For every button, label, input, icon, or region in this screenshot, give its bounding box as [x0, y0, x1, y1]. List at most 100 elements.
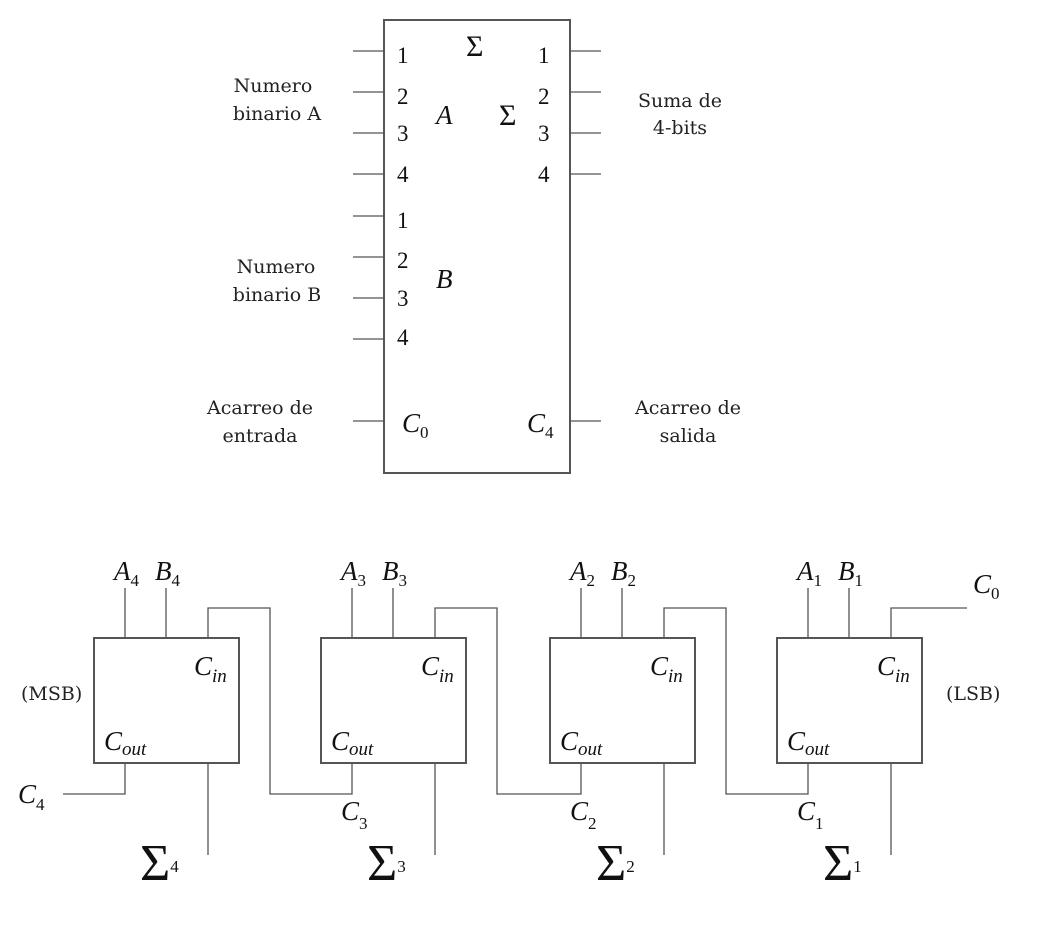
- input-b-label-line2: binario B: [233, 284, 321, 306]
- block-c0-label: C0: [402, 408, 429, 442]
- carry-in-c0-label: C0: [973, 569, 1000, 603]
- full-adder-body: [776, 637, 923, 764]
- input-b-name-sub: 2: [628, 571, 637, 590]
- input-b-name: B3: [382, 556, 407, 590]
- carry-label-base: C: [797, 796, 816, 826]
- carry-in-c0-label-sub: 0: [991, 584, 1000, 603]
- input-b-name-base: B: [382, 556, 399, 586]
- port-cin-label: Cin: [421, 651, 454, 687]
- input-a-name-base: A: [568, 556, 587, 586]
- input-a-name-sub: 1: [814, 571, 823, 590]
- block-c4-label: C4: [527, 408, 554, 442]
- input-a-name-sub: 3: [358, 571, 367, 590]
- sum-output-label-sub: 1: [853, 857, 862, 876]
- carry-wire: [663, 607, 809, 795]
- block-body: [383, 19, 571, 474]
- carry-label: C3: [341, 796, 368, 833]
- port-cout-label-sub: out: [122, 739, 147, 760]
- input-b-name-base: B: [155, 556, 172, 586]
- port-cin-label: Cin: [650, 651, 683, 687]
- lsb-label: (LSB): [946, 683, 1000, 705]
- sum-output-label-base: Σ: [596, 835, 626, 892]
- input-a-name-base: A: [112, 556, 131, 586]
- carry-wire: [207, 607, 353, 795]
- input-b-name-sub: 3: [399, 571, 408, 590]
- carry-label-sub: 3: [359, 814, 368, 833]
- sum-output-label: Σ1: [823, 835, 862, 892]
- four-bit-adder-block: 1 2 3 4 1 2 3 4 1 2 3 4 Σ A Σ B C0 C4 Nu…: [206, 19, 741, 474]
- carry-out-label-line1: Acarreo de: [634, 397, 741, 419]
- carry-label-base: C: [341, 796, 360, 826]
- input-a-name: A3: [339, 556, 366, 590]
- sum-output-label-base: Σ: [367, 835, 397, 892]
- input-a-label-line1: Numero: [234, 75, 313, 97]
- pin-b2-number: 2: [397, 248, 409, 273]
- sum-output-label: Σ2: [596, 835, 635, 892]
- block-sigma-symbol: Σ: [499, 99, 516, 132]
- sum-output-label-base: Σ: [823, 835, 853, 892]
- block-sigma-title: Σ: [466, 30, 483, 63]
- pin-s2-number: 2: [538, 84, 550, 109]
- input-b-name-base: B: [611, 556, 628, 586]
- input-a-name-sub: 2: [587, 571, 596, 590]
- input-b-name-base: B: [838, 556, 855, 586]
- port-cout-label-base: C: [104, 726, 123, 756]
- port-cout-label: Cout: [787, 726, 830, 760]
- carry-label: C1: [797, 796, 824, 833]
- port-cout-label-sub: out: [349, 739, 374, 760]
- full-adder-body: [549, 637, 696, 764]
- carry-label-base: C: [570, 796, 589, 826]
- full-adder-body: [320, 637, 467, 764]
- input-a-name: A2: [568, 556, 595, 590]
- pin-a1-number: 1: [397, 43, 409, 68]
- block-a-symbol: A: [434, 100, 453, 130]
- pin-a3-number: 3: [397, 121, 409, 146]
- port-cin-label-base: C: [877, 651, 896, 681]
- carry-label-sub: 1: [815, 814, 824, 833]
- final-carry-label: C4: [18, 779, 45, 814]
- port-cout-label-base: C: [331, 726, 350, 756]
- carry-label-sub: 2: [588, 814, 597, 833]
- carry-in-c0-label-base: C: [973, 569, 992, 599]
- sum-output-label-sub: 2: [626, 857, 635, 876]
- carry-in-wire: [890, 607, 967, 638]
- block-b-symbol: B: [436, 264, 453, 294]
- input-a-label-line2: binario A: [233, 103, 321, 125]
- input-a-name: A4: [112, 556, 140, 590]
- input-a-name-base: A: [795, 556, 814, 586]
- pin-b3-number: 3: [397, 286, 409, 311]
- sum-output-label: Σ4: [140, 835, 179, 892]
- port-cin-label: Cin: [877, 651, 910, 687]
- pin-s1-number: 1: [538, 43, 550, 68]
- port-cout-label: Cout: [104, 726, 147, 760]
- port-cout-label: Cout: [331, 726, 374, 760]
- port-cin-label-base: C: [194, 651, 213, 681]
- port-cout-label-base: C: [560, 726, 579, 756]
- input-b-label-line1: Numero: [237, 256, 316, 278]
- carry-out-label-line2: salida: [660, 425, 717, 447]
- final-carry-wire: [63, 763, 126, 795]
- pin-s4-number: 4: [538, 162, 550, 187]
- sum-output-label-sub: 3: [397, 857, 406, 876]
- pin-a2-number: 2: [397, 84, 409, 109]
- input-b-name-sub: 1: [855, 571, 864, 590]
- port-cin-label-sub: in: [212, 666, 227, 687]
- input-a-name: A1: [795, 556, 822, 590]
- port-cin-label: Cin: [194, 651, 227, 687]
- input-a-name-sub: 4: [131, 571, 140, 590]
- input-b-name-sub: 4: [172, 571, 181, 590]
- pin-b4-number: 4: [397, 325, 409, 350]
- carry-in-label-line1: Acarreo de: [206, 397, 313, 419]
- port-cin-label-sub: in: [668, 666, 683, 687]
- final-carry-label-sub: 4: [36, 795, 45, 814]
- port-cin-label-sub: in: [439, 666, 454, 687]
- port-cin-label-base: C: [421, 651, 440, 681]
- sum-output-label-base: Σ: [140, 835, 170, 892]
- port-cout-label: Cout: [560, 726, 603, 760]
- input-b-name: B2: [611, 556, 636, 590]
